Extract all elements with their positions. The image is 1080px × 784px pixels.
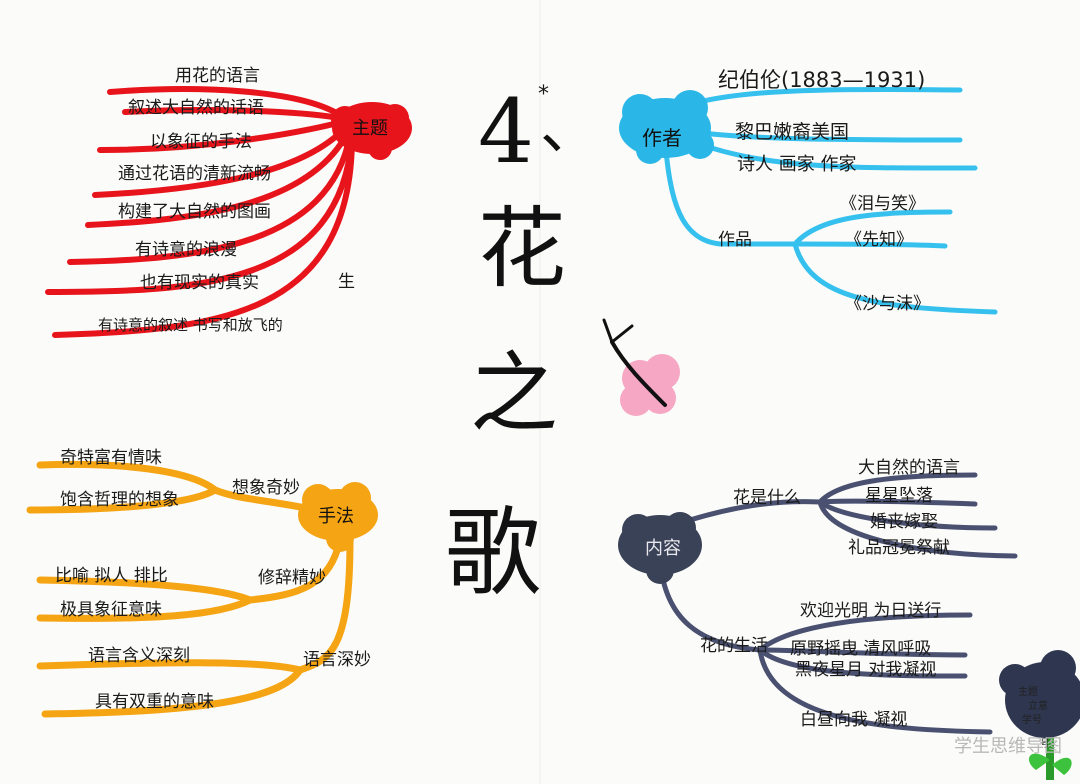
technique-item: 语言含义深刻 bbox=[88, 646, 190, 666]
theme-item: 有诗意的浪漫 bbox=[135, 240, 237, 260]
content-item: 大自然的语言 bbox=[858, 458, 960, 478]
author-works-label: 作品 bbox=[718, 230, 752, 250]
content-item: 原野摇曳 清风呼吸 bbox=[790, 639, 932, 659]
content-hub-label: 内容 bbox=[645, 538, 681, 559]
butterfly-drawing bbox=[602, 318, 680, 416]
theme-item: 也有现实的真实 bbox=[140, 273, 259, 293]
content-item: 礼品冠冕祭献 bbox=[848, 538, 950, 558]
author-country: 黎巴嫩裔美国 bbox=[735, 121, 850, 143]
corner-note-line: 主题 bbox=[1018, 687, 1038, 698]
technique-item: 奇特富有情味 bbox=[60, 448, 162, 468]
technique-group-label: 语言深妙 bbox=[303, 650, 371, 670]
title-char-flower: 花 bbox=[478, 197, 567, 300]
technique-item: 极具象征意味 bbox=[60, 600, 162, 620]
content-item: 黑夜星月 对我凝视 bbox=[795, 660, 937, 680]
corner-note-line: 号 bbox=[1040, 739, 1050, 750]
theme-item: 构建了大自然的图画 bbox=[118, 202, 271, 222]
title-char-of: 之 bbox=[470, 342, 559, 445]
content-item: 婚丧嫁娶 bbox=[870, 512, 938, 532]
content-item: 星星坠落 bbox=[865, 486, 933, 506]
title-number: 4 bbox=[478, 80, 534, 183]
technique-branch-lines bbox=[26, 460, 354, 718]
content-item: 白昼向我 凝视 bbox=[800, 710, 908, 730]
theme-branch-lines bbox=[45, 86, 355, 338]
theme-item: 通过花语的清新流畅 bbox=[118, 164, 271, 184]
theme-item: 以象征的手法 bbox=[150, 132, 252, 152]
technique-item: 比喻 拟人 排比 bbox=[55, 566, 168, 586]
technique-hub-label: 手法 bbox=[318, 506, 354, 527]
title-separator: 、 bbox=[540, 93, 600, 163]
author-roles: 诗人 画家 作家 bbox=[737, 154, 857, 175]
technique-group-label: 修辞精妙 bbox=[258, 568, 326, 588]
theme-item: 生 bbox=[338, 272, 355, 292]
author-hub-label: 作者 bbox=[642, 126, 682, 150]
content-group-label: 花的生活 bbox=[700, 636, 768, 656]
corner-note-line: 学号 bbox=[1022, 715, 1042, 726]
title-mark: * bbox=[538, 82, 549, 107]
watermark: 学生思维导图 bbox=[954, 736, 1062, 757]
corner-note-line: 立意 bbox=[1028, 701, 1048, 712]
content-hub-shape bbox=[618, 512, 702, 584]
technique-item: 具有双重的意味 bbox=[95, 692, 214, 712]
corner-flower-drawing bbox=[999, 650, 1080, 780]
technique-item: 饱含哲理的想象 bbox=[60, 490, 179, 510]
author-work: 《泪与笑》 bbox=[840, 194, 925, 214]
content-group-label: 花是什么 bbox=[733, 488, 801, 508]
author-hub-shape bbox=[619, 90, 714, 164]
theme-hub-shape bbox=[331, 102, 412, 160]
technique-group-label: 想象奇妙 bbox=[232, 478, 300, 498]
author-name: 纪伯伦(1883—1931) bbox=[718, 68, 926, 92]
theme-item: 用花的语言 bbox=[175, 66, 260, 86]
content-item: 欢迎光明 为日送行 bbox=[800, 601, 942, 621]
theme-hub-label: 主题 bbox=[352, 118, 388, 139]
author-branch-lines bbox=[657, 86, 998, 315]
author-work: 《先知》 bbox=[845, 230, 913, 250]
title-char-song: 歌 bbox=[445, 497, 541, 609]
technique-hub-shape bbox=[298, 482, 378, 552]
theme-item: 有诗意的叙述 书写和放飞的 bbox=[98, 316, 283, 334]
author-work: 《沙与沫》 bbox=[845, 294, 930, 314]
theme-item: 叙述大自然的话语 bbox=[128, 98, 264, 118]
